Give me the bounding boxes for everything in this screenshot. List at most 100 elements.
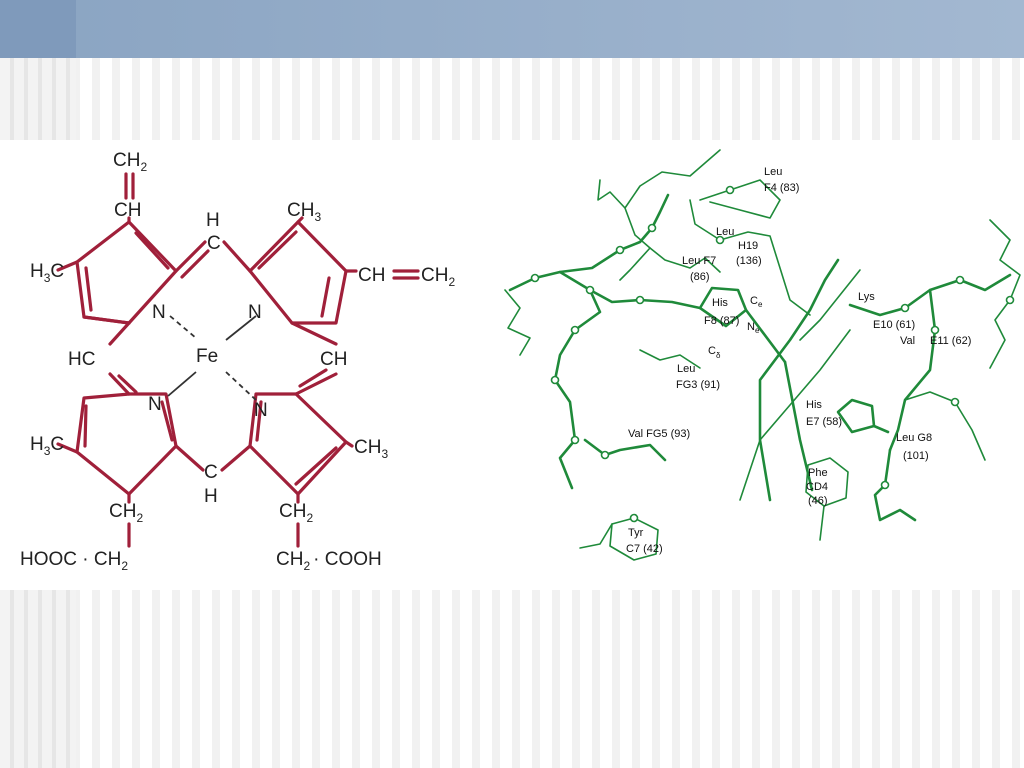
atom-marker [725, 185, 735, 195]
methyl-left-top-label: H3C [30, 261, 64, 285]
residue-lys-e10-position: E10 (61) [873, 319, 915, 331]
residue-tyr-c7-position: C7 (42) [626, 543, 663, 555]
atom-marker [585, 285, 595, 295]
leu-f7-sidechain [649, 247, 721, 273]
residue-val-fg5-label: Val FG5 (93) [628, 428, 690, 440]
meso-left-link [82, 315, 131, 325]
heme-structure: CH2 CH H C CH3 H3C CH CH2 N N HC Fe CH N… [20, 150, 455, 573]
residue-his-f8-name: His [712, 297, 728, 309]
meso-bottom-h-label: H [204, 486, 218, 507]
residue-leu-h19-name: Leu [716, 226, 734, 238]
meso-bottom-bond-left [174, 444, 205, 472]
heme-plane-edge-a [758, 258, 840, 502]
figure-svg: CH2 CH H C CH3 H3C CH CH2 N N HC Fe CH N… [20, 149, 1021, 573]
fe-n-coordination-a [169, 315, 197, 339]
atom-marker [600, 450, 610, 460]
residue-his-f8-position: F8 (87) [704, 315, 739, 327]
atom-marker [1005, 295, 1015, 305]
pyrrole-ring-d-double-2 [255, 400, 263, 442]
backbone-right-edge [989, 219, 1021, 369]
atom-marker [615, 245, 625, 255]
atom-marker [647, 223, 657, 233]
propionate-right-ch2-label: CH2 [279, 501, 313, 525]
protein-pocket-model: Leu F4 (83) Leu H19 (136) Leu F7 (86) Hi… [504, 149, 1021, 561]
residue-phe-cd4-number: (46) [808, 495, 828, 507]
meso-left-double [117, 374, 138, 394]
atom-marker [900, 303, 910, 313]
nitrogen-top-left-label: N [152, 302, 166, 323]
vinyl-top-ch-label: CH [114, 200, 141, 221]
iron-label: Fe [196, 346, 218, 367]
residue-his-e7-name: His [806, 399, 822, 411]
meso-left-bond-upper [108, 321, 131, 346]
propionate-left-ch2-label: CH2 [109, 501, 143, 525]
backbone-left-branch [504, 289, 531, 356]
atom-marker [950, 397, 960, 407]
phe-cd4-bond [819, 505, 825, 541]
meso-bottom-bond-right [220, 444, 252, 472]
his-e7-bond [872, 424, 890, 434]
atom-marker [629, 513, 639, 523]
propionate-right-acid-label: CH2· COOH [276, 549, 382, 573]
fe-n-coordination-b [225, 315, 257, 341]
tyr-c7-bond [579, 523, 613, 549]
atom-marker [955, 275, 965, 285]
heme-plane-edge-c [799, 269, 861, 341]
methyl-left-bottom-label: H3C [30, 434, 64, 458]
his-n-epsilon-label: Ne [747, 321, 760, 335]
residue-val-e11-position: E11 (62) [930, 335, 971, 347]
figure-panel: CH2 CH H C CH3 H3C CH CH2 N N HC Fe CH N… [0, 140, 1024, 590]
val-fg5-sidechain [583, 438, 667, 462]
atom-marker [715, 235, 725, 245]
backbone-top [597, 149, 721, 209]
residue-leu-fg3-name: Leu [677, 363, 695, 375]
residue-val-e11-name: Val [900, 335, 915, 347]
backbone-right-middle [888, 288, 937, 452]
residue-leu-h19-number: (136) [736, 255, 762, 267]
meso-top-double [180, 249, 210, 279]
propionate-left-acid-label: HOOC · CH2 [20, 549, 128, 573]
pyrrole-ring-d-double [294, 446, 338, 486]
meso-right-bond-lower [294, 372, 338, 396]
pyrrole-ring-a-double-2 [134, 231, 170, 270]
nitrogen-top-right-label: N [248, 302, 262, 323]
his-f8-ring [698, 286, 748, 328]
residue-lys-e10-name: Lys [858, 291, 875, 303]
atom-marker [570, 435, 580, 445]
pyrrole-ring-c-double-2 [160, 400, 174, 442]
residue-phe-cd4-position: CD4 [806, 481, 828, 493]
leu-g8-sidechain [873, 448, 917, 522]
meso-top-bond-left [174, 240, 207, 273]
meso-right-bond-upper [290, 321, 338, 346]
pyrrole-ring-b-double [257, 230, 298, 270]
residue-his-e7-position: E7 (58) [806, 416, 842, 428]
pyrrole-ring-c-double [83, 404, 88, 448]
methyl-c-bond [56, 442, 79, 454]
residue-leu-f4-name: Leu [764, 166, 782, 178]
slide-header-bar [0, 0, 1024, 58]
residue-leu-f7-name: Leu F7 [682, 255, 716, 267]
residue-leu-g8-name: Leu G8 [896, 432, 932, 444]
residue-phe-cd4-name: Phe [808, 467, 828, 479]
methyl-a-bond [56, 260, 79, 272]
nitrogen-bottom-left-label: N [148, 394, 162, 415]
meso-right-label: CH [320, 349, 347, 370]
fe-n-coordination-c [167, 371, 197, 397]
methyl-right-bottom-label: CH3 [354, 437, 388, 461]
pyrrole-ring-b-double-2 [320, 276, 331, 318]
residue-leu-fg3-position: FG3 (91) [676, 379, 720, 391]
pyrrole-ring-a-double [84, 266, 93, 312]
pyrrole-ring-b [248, 220, 348, 325]
leu-fg3-sidechain [639, 349, 701, 369]
meso-left-label: HC [68, 349, 95, 370]
heme-plane-edge-d [739, 329, 851, 501]
atom-marker [570, 325, 580, 335]
fe-n-coordination-d [225, 371, 257, 401]
vinyl-right-label: CH [358, 265, 385, 286]
pyrrole-ring-d [248, 392, 348, 496]
meso-left-bond-lower [108, 372, 131, 396]
meso-top-c-label: C [207, 233, 221, 254]
methyl-b-bond [296, 216, 304, 224]
residue-leu-f4-position: F4 (83) [764, 182, 799, 194]
atom-marker [530, 273, 540, 283]
